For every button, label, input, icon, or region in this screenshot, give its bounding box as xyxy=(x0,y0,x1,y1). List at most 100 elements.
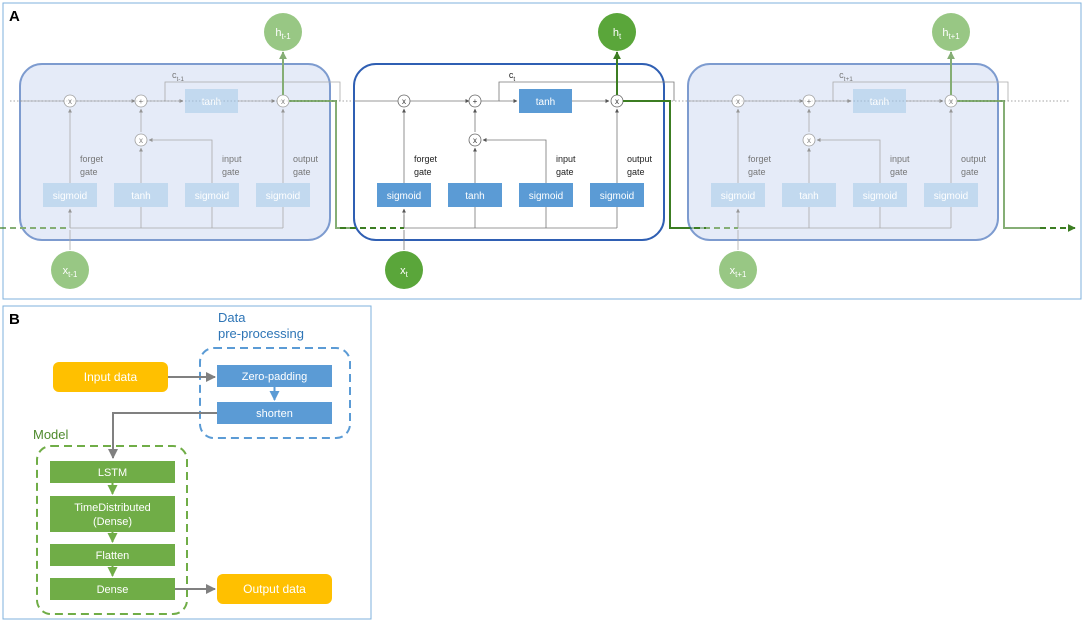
output-gate-box xyxy=(590,183,644,207)
dense-layer-label: Dense xyxy=(97,584,129,596)
input-mul-circle xyxy=(134,133,148,147)
input-gate-text-line2: gate xyxy=(556,167,574,177)
output-gate-text-line2: gate xyxy=(293,167,311,177)
input-data-box xyxy=(53,362,168,392)
cell-tanh-label: tanh xyxy=(536,97,555,108)
zero-padding-label: Zero-padding xyxy=(242,371,307,383)
input-gate-box-label: sigmoid xyxy=(195,191,229,202)
output-gate-box xyxy=(924,183,978,207)
input-gate-text-line2: gate xyxy=(890,167,908,177)
cell-state-label: ct xyxy=(509,70,516,83)
lstm-layer-box xyxy=(50,461,175,483)
output-gate-box-label: sigmoid xyxy=(266,191,300,202)
input-arrow xyxy=(816,138,881,183)
add-op-symbol: + xyxy=(807,97,812,106)
candidate-tanh-box-label: tanh xyxy=(799,191,818,202)
hidden-node xyxy=(932,13,970,51)
timedistributed-layer-label-line2: (Dense) xyxy=(93,516,132,528)
hidden-node xyxy=(598,13,636,51)
cell-state-label: ct+1 xyxy=(839,70,853,83)
panel-b-letter: B xyxy=(9,311,20,328)
add-op-symbol: + xyxy=(473,97,478,106)
input-gate-box-label: sigmoid xyxy=(863,191,897,202)
input-arrow xyxy=(148,138,213,183)
input-gate-text-line1: input xyxy=(890,154,910,164)
shorten-to-lstm-arrow xyxy=(108,412,217,459)
cell-tanh-box xyxy=(185,89,238,113)
input-gate-box-label: sigmoid xyxy=(529,191,563,202)
cell-frame xyxy=(19,63,331,241)
forget-mul-circle xyxy=(731,94,745,108)
cell-tanh-label: tanh xyxy=(870,97,889,108)
flatten-layer-box xyxy=(50,544,175,566)
timedistributed-layer-label-line1: TimeDistributed xyxy=(74,502,151,514)
input-mul-symbol: x xyxy=(807,136,811,145)
forget-gate-box xyxy=(377,183,431,207)
hidden-node-label: ht-1 xyxy=(275,27,291,41)
forget-mul-circle xyxy=(397,94,411,108)
forget-mul-symbol: x xyxy=(68,97,72,106)
timedistributed-layer-box xyxy=(50,496,175,532)
forget-mul-symbol: x xyxy=(736,97,740,106)
lstm-cells: ct-1 x + x x tanh sigmoid tanh sigmoid sigmoid for… xyxy=(0,13,1076,289)
input-mul-circle xyxy=(468,133,482,147)
cell-tanh-box xyxy=(853,89,906,113)
cell-tanh-label: tanh xyxy=(202,97,221,108)
forget-gate-text-line2: gate xyxy=(80,167,98,177)
preprocessing-title-line1: Data xyxy=(218,310,246,325)
candidate-tanh-box-label: tanh xyxy=(465,191,484,202)
cell-tanh-box xyxy=(519,89,572,113)
forget-gate-box xyxy=(711,183,765,207)
hidden-node-label: ht+1 xyxy=(942,27,960,41)
shorten-box xyxy=(217,402,332,424)
input-gate-box xyxy=(853,183,907,207)
output-mul-symbol: x xyxy=(949,97,953,106)
panel-b-frame xyxy=(2,305,372,620)
input-data-label: Input data xyxy=(84,370,138,384)
output-gate-box xyxy=(256,183,310,207)
forget-gate-text-line1: forget xyxy=(80,154,104,164)
cell-frame xyxy=(687,63,999,241)
input-gate-box xyxy=(185,183,239,207)
forget-gate-text-line1: forget xyxy=(748,154,772,164)
lstm-layer-label: LSTM xyxy=(98,467,127,479)
forget-gate-text-line1: forget xyxy=(414,154,438,164)
panel-a-letter: A xyxy=(9,8,20,25)
cell-state-out xyxy=(815,81,1009,102)
input-node-label: xt+1 xyxy=(730,265,747,279)
panel-a-frame xyxy=(2,2,1082,300)
candidate-tanh-box xyxy=(448,183,502,207)
forget-mul-symbol: x xyxy=(402,97,406,106)
input-node-label: xt xyxy=(400,265,409,279)
input-gate-box xyxy=(519,183,573,207)
output-gate-text-line2: gate xyxy=(961,167,979,177)
input-node xyxy=(385,251,423,289)
candidate-tanh-box xyxy=(782,183,836,207)
output-mul-symbol: x xyxy=(615,97,619,106)
forget-gate-box-label: sigmoid xyxy=(53,191,87,202)
add-op-circle xyxy=(468,94,482,108)
candidate-tanh-box xyxy=(114,183,168,207)
flatten-layer-label: Flatten xyxy=(96,550,130,562)
dense-layer-box xyxy=(50,578,175,600)
output-data-label: Output data xyxy=(243,582,306,596)
cell-state-label: ct-1 xyxy=(172,70,184,83)
add-op-circle xyxy=(134,94,148,108)
forget-mul-circle xyxy=(63,94,77,108)
output-gate-text-line1: output xyxy=(627,154,653,164)
cell-frame xyxy=(353,63,665,241)
input-node-label: xt-1 xyxy=(63,265,78,279)
output-gate-box-label: sigmoid xyxy=(934,191,968,202)
cell-state-out xyxy=(481,81,675,102)
output-data-box xyxy=(217,574,332,604)
preprocessing-group xyxy=(199,347,351,439)
input-gate-text-line1: input xyxy=(556,154,576,164)
forget-gate-text-line2: gate xyxy=(414,167,432,177)
input-mul-symbol: x xyxy=(473,136,477,145)
input-gate-text-line1: input xyxy=(222,154,242,164)
hidden-state-path xyxy=(957,100,1040,229)
